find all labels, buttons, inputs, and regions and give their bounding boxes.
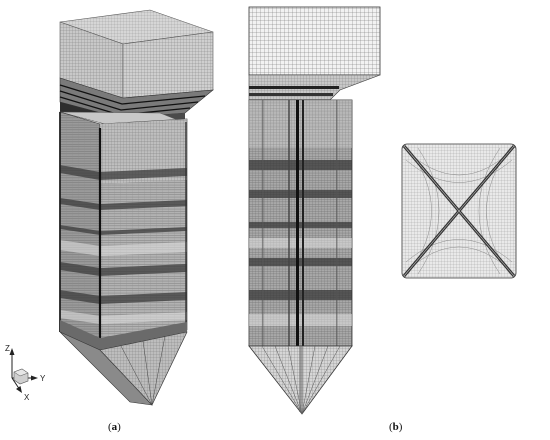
axis-label-x: X	[24, 393, 30, 402]
panel-a-3d-mesh	[59, 9, 214, 406]
cross-section-grid	[401, 143, 517, 279]
panel-b-front-view	[248, 6, 381, 415]
axis-triad: Z Y X	[5, 344, 46, 402]
axis-label-y: Y	[40, 374, 46, 383]
panel-label-b: (b)	[389, 421, 403, 433]
axis-label-z: Z	[5, 344, 10, 353]
panel-label-a: (a)	[108, 421, 121, 433]
